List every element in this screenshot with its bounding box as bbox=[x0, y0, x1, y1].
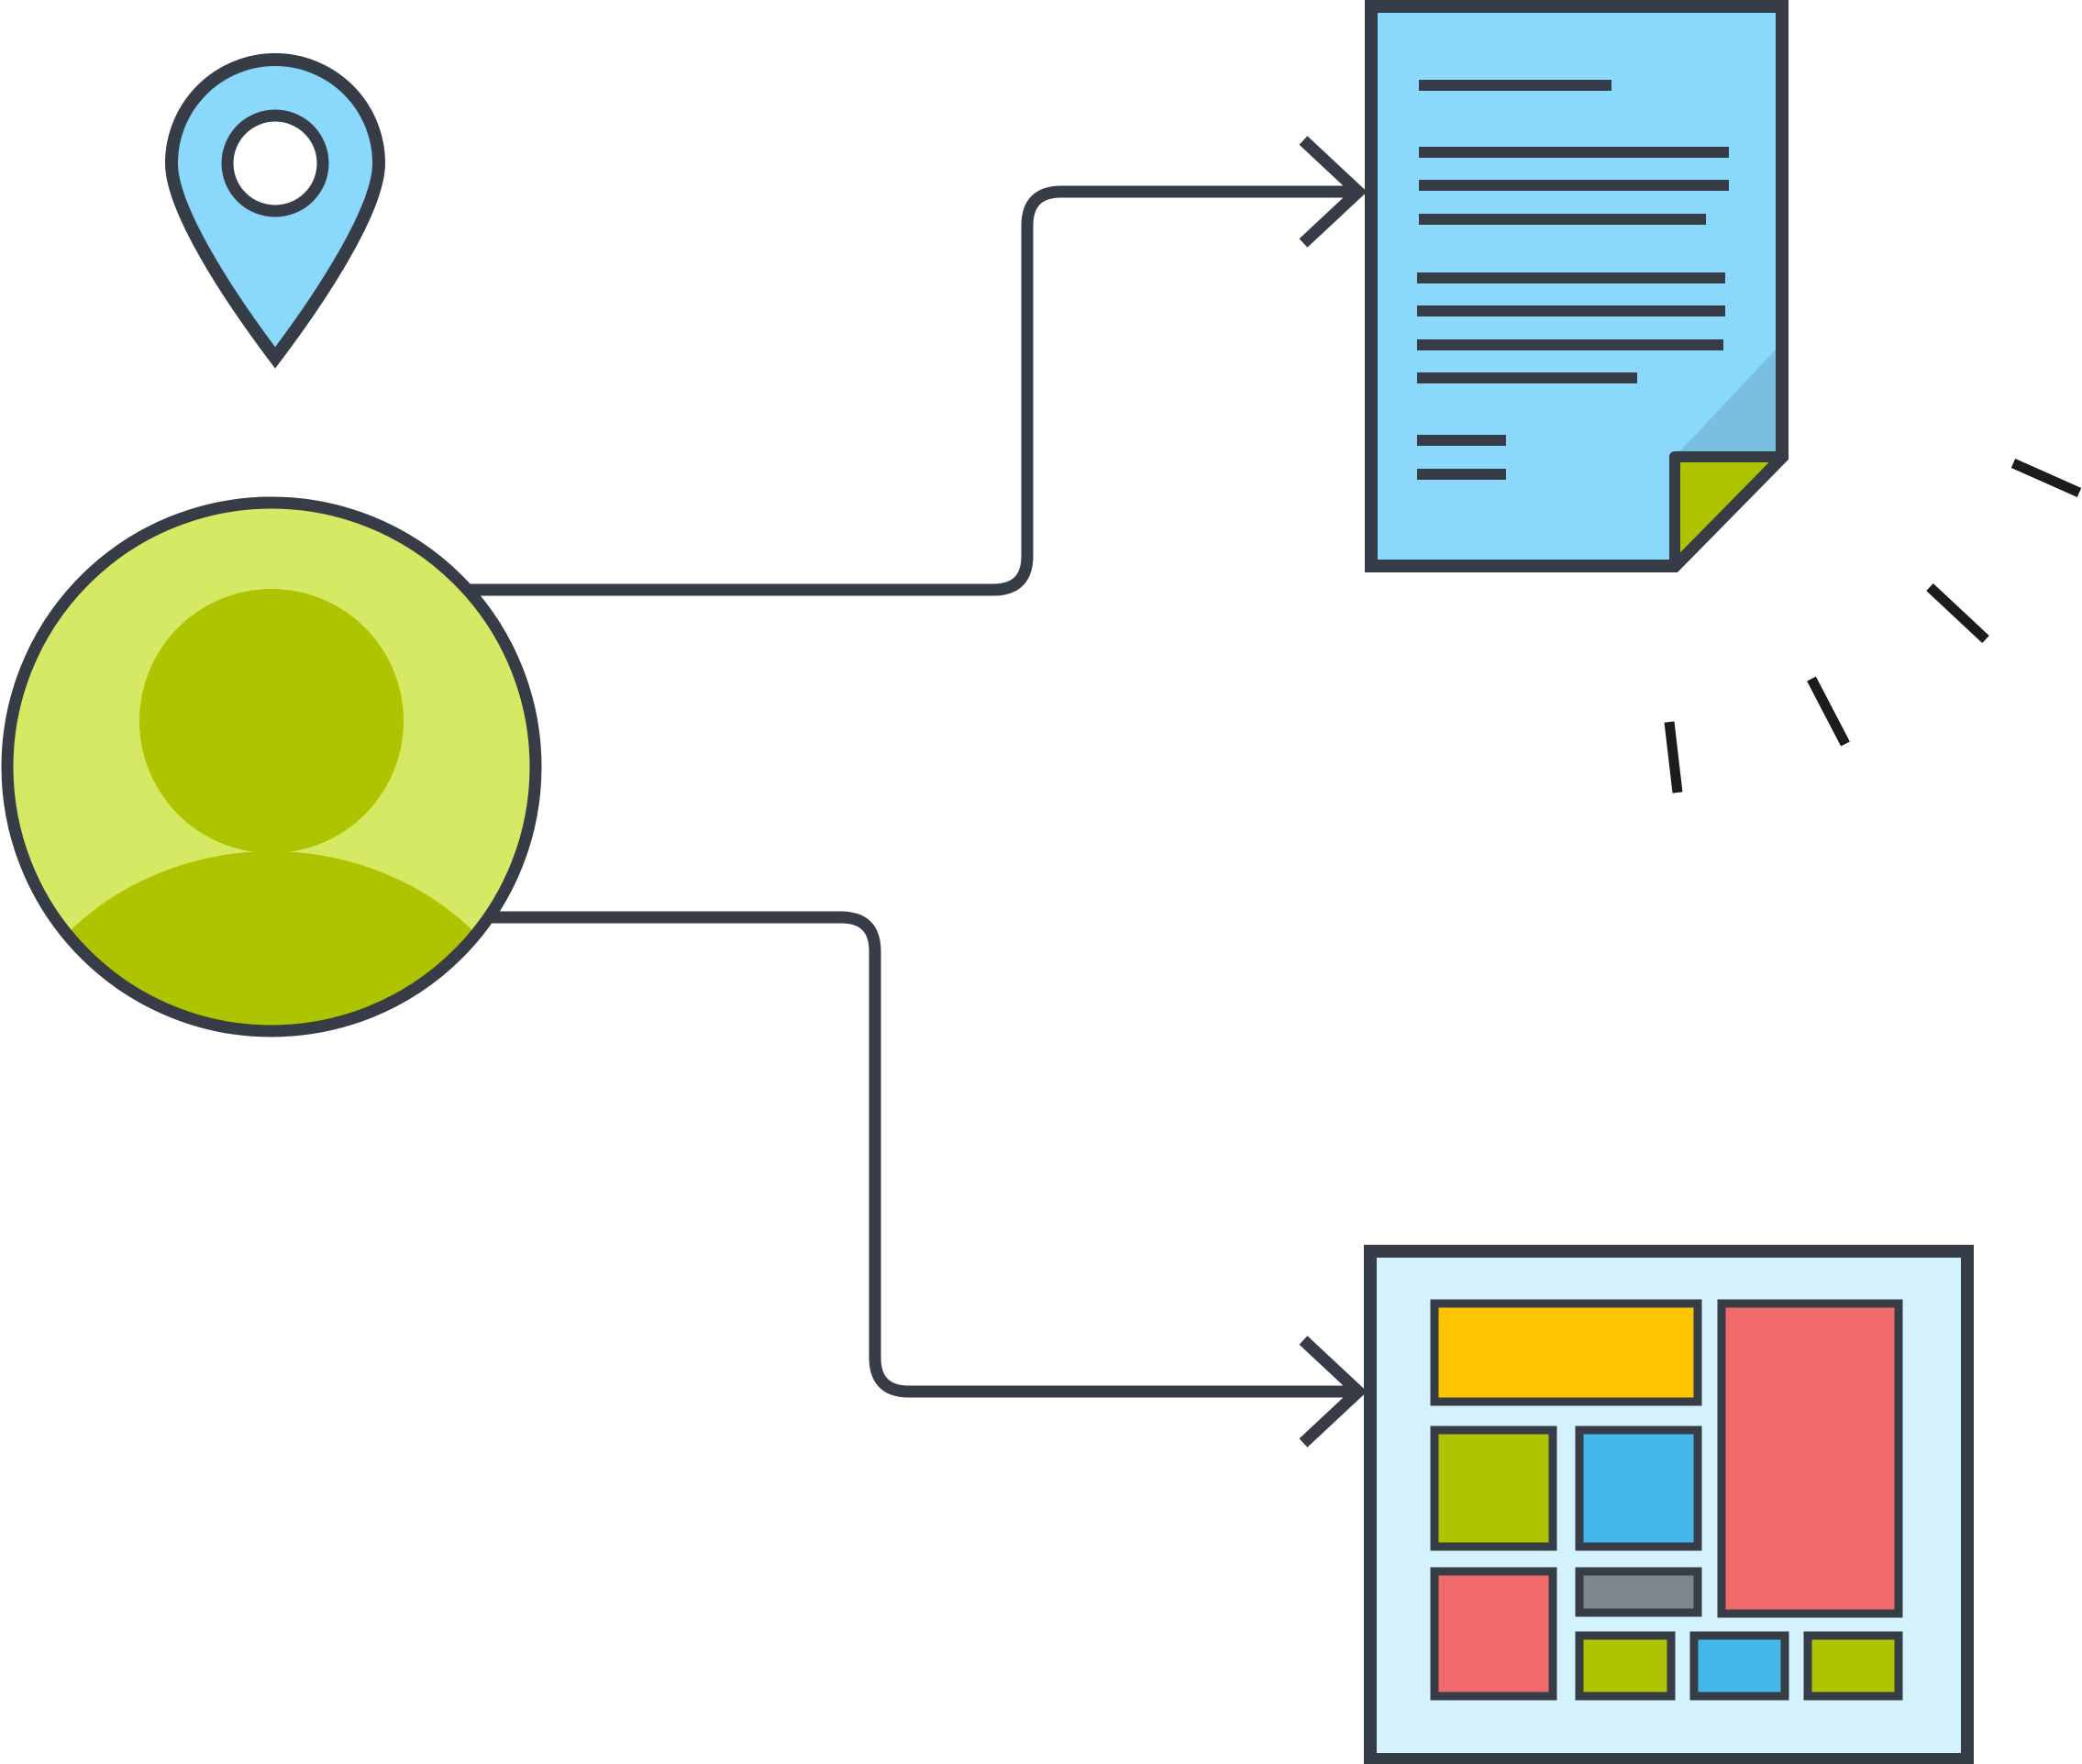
dashboard-tile bbox=[1430, 1299, 1702, 1406]
avatar-head bbox=[139, 589, 404, 853]
arrowhead-icon bbox=[1299, 1336, 1368, 1448]
dashboard-tile bbox=[1430, 1426, 1557, 1551]
dashboard-tiles bbox=[1430, 1299, 1903, 1701]
document-fold bbox=[1669, 451, 1788, 571]
dashboard-tile bbox=[1575, 1567, 1702, 1617]
ray bbox=[1807, 676, 1850, 747]
connector-user-to-dashboard bbox=[486, 911, 1368, 1448]
dashboard-tile bbox=[1430, 1567, 1557, 1701]
map-pin-icon bbox=[164, 53, 386, 369]
dashboard-tile bbox=[1717, 1299, 1903, 1618]
connector-user-to-document bbox=[468, 136, 1368, 596]
connector-line bbox=[468, 185, 1357, 596]
dashboard-tile bbox=[1689, 1631, 1789, 1701]
document-text-lines bbox=[1417, 80, 1729, 480]
sparkle-rays-icon bbox=[1664, 458, 2082, 793]
avatar-torso bbox=[7, 851, 536, 1031]
dashboard-tile bbox=[1803, 1631, 1903, 1701]
arrowhead-icon bbox=[1299, 136, 1368, 248]
dashboard-tile bbox=[1575, 1426, 1702, 1551]
ray bbox=[1664, 721, 1683, 793]
pin-hole bbox=[221, 109, 329, 217]
dashboard-tile bbox=[1575, 1631, 1676, 1701]
ray bbox=[2010, 458, 2082, 498]
ray bbox=[1926, 582, 1989, 644]
connector-line bbox=[486, 911, 1357, 1398]
document-icon bbox=[1365, 0, 1789, 572]
user-avatar-icon bbox=[1, 496, 542, 1037]
dashboard-icon bbox=[1364, 1245, 1974, 1764]
avatar-ring bbox=[1, 496, 542, 1037]
document-fold-shadow bbox=[1675, 349, 1776, 457]
